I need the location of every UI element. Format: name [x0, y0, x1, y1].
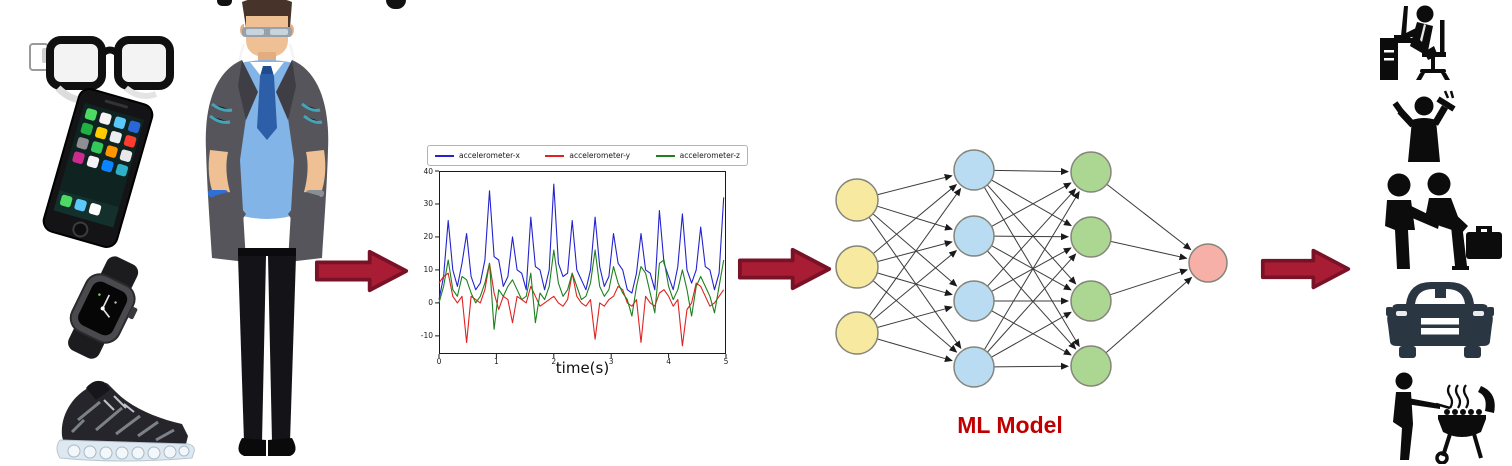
legend-label: accelerometer-z — [679, 151, 740, 160]
nn-node — [1070, 151, 1112, 193]
legend-item-accelerometer-y: accelerometer-y — [545, 151, 630, 160]
smart-shoe-icon — [52, 374, 202, 462]
smartphone-icon — [33, 82, 163, 253]
x-tick-label: 0 — [436, 357, 442, 366]
legend-swatch-y — [545, 154, 565, 157]
nn-node — [1188, 243, 1228, 283]
nn-node — [953, 280, 995, 322]
nn-node — [1070, 345, 1112, 387]
person-figure — [184, 0, 350, 466]
flow-arrow-icon — [737, 247, 832, 291]
flow-arrow-icon — [314, 249, 409, 293]
legend-item-accelerometer-z: accelerometer-z — [655, 151, 740, 160]
y-tick-label: 20 — [423, 232, 433, 242]
x-tick-label: 1 — [494, 357, 499, 366]
neural-network-diagram — [835, 149, 1228, 388]
y-tick-label: 10 — [423, 265, 433, 275]
nn-node — [953, 215, 995, 257]
legend-label: accelerometer-x — [459, 151, 520, 160]
y-tick-label: 0 — [428, 298, 433, 308]
ml-model-label: ML Model — [957, 412, 1063, 438]
nn-node — [953, 346, 995, 388]
exercising-icon — [1392, 90, 1458, 162]
legend-item-accelerometer-x: accelerometer-x — [435, 151, 520, 160]
x-tick-label: 5 — [723, 357, 729, 366]
accelerometer-plot — [435, 170, 727, 358]
legend-swatch-x — [435, 154, 454, 157]
y-tick-label: 40 — [423, 166, 433, 176]
nn-node — [835, 178, 879, 222]
legend-swatch-z — [655, 154, 675, 157]
x-tick-label: 4 — [666, 357, 671, 366]
nn-node — [1070, 280, 1112, 322]
x-tick-label: 3 — [608, 357, 614, 366]
cropped-text-fragment — [386, 0, 406, 9]
chart-legend: accelerometer-x accelerometer-y accelero… — [427, 145, 748, 166]
nn-node — [835, 311, 879, 355]
meeting-handshake-icon — [1382, 172, 1508, 272]
smartwatch-icon — [40, 241, 168, 375]
flow-arrow-icon — [1260, 248, 1351, 290]
nn-node — [1070, 216, 1112, 258]
cropped-text-fragment — [217, 0, 232, 6]
y-tick-label: -10 — [420, 331, 433, 341]
x-tick-label: 2 — [551, 357, 557, 366]
legend-label: accelerometer-y — [569, 151, 631, 160]
nn-node — [953, 149, 995, 191]
nn-node — [835, 245, 879, 289]
x-axis-label: time(s) — [555, 359, 610, 377]
driving-car-icon — [1386, 280, 1494, 358]
working-at-desk-icon — [1380, 2, 1462, 82]
grilling-icon — [1384, 366, 1496, 464]
y-tick-label: 30 — [423, 199, 433, 209]
